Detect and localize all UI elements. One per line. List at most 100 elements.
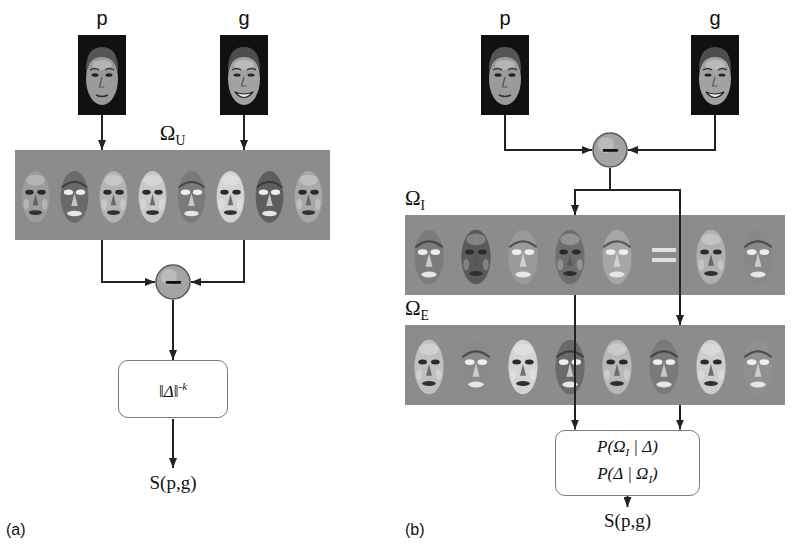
image-label: p — [481, 6, 529, 30]
text-run: S(p,g) — [604, 510, 651, 531]
text-run: g — [238, 7, 249, 29]
formula-text: ‖Δ‖-k — [159, 376, 187, 402]
eigenface-strip: ΩU — [15, 150, 330, 240]
formula-text: P(ΩI | Δ) — [597, 436, 658, 463]
subscript: U — [175, 133, 185, 148]
text-run: ‖ — [174, 382, 179, 401]
eigenface-band — [405, 325, 785, 405]
subscript: I — [648, 473, 652, 485]
eigenface — [743, 340, 772, 395]
text-run: P(Δ | — [597, 464, 636, 483]
probe-face — [481, 35, 529, 115]
eigenface — [555, 340, 584, 395]
text-run: p — [499, 7, 510, 29]
eigenface — [696, 340, 725, 395]
eigenface — [555, 230, 584, 285]
subscript: E — [421, 308, 429, 323]
connector-arrow — [610, 168, 680, 325]
text-run: Ω — [636, 464, 648, 483]
similarity-output: S(p,g) — [150, 472, 197, 494]
subspace-label: ΩU — [15, 121, 330, 153]
text-run: (a) — [6, 521, 26, 538]
text-run: Ω — [613, 437, 625, 456]
equals-bar — [652, 258, 676, 262]
gallery-face — [220, 35, 268, 115]
subscript: I — [625, 446, 629, 458]
subtract-circle: − — [592, 132, 628, 168]
probe-face — [78, 35, 126, 115]
eigenface — [461, 230, 490, 285]
panel-label: (a) — [6, 520, 26, 540]
subspace-label: ΩI — [405, 186, 785, 218]
eigenface — [61, 171, 89, 223]
text-run: (b) — [405, 521, 425, 538]
text-run: ) — [652, 464, 658, 483]
eigenface — [100, 171, 128, 223]
superscript: -k — [178, 380, 187, 392]
panel-label: (b) — [405, 520, 425, 540]
text-run: | Δ) — [629, 437, 658, 456]
eigenface — [217, 171, 245, 223]
connector-arrow — [102, 240, 155, 282]
eigenface — [414, 340, 443, 395]
similarity-box: ‖Δ‖-k — [118, 360, 228, 418]
eigenface-strip: ΩE — [405, 325, 785, 405]
text-run: − — [163, 268, 183, 296]
text-run: P( — [597, 437, 613, 456]
eigenface — [256, 171, 284, 223]
connector-arrow — [574, 295, 576, 430]
face-image: g — [691, 35, 739, 115]
connector-arrow — [505, 115, 592, 150]
eigenface-strip: ΩI — [405, 215, 785, 295]
connector-arrow — [679, 405, 681, 430]
equals-bar — [652, 248, 676, 252]
text-run: ‖Δ — [159, 382, 174, 401]
operator-symbol: − — [163, 270, 183, 294]
subtract-circle: − — [155, 264, 191, 300]
connector-arrow — [191, 240, 244, 282]
face-image: g — [220, 35, 268, 115]
eigenface-band — [15, 150, 330, 240]
text-run: Ω — [160, 121, 176, 145]
connector-arrow — [575, 168, 610, 215]
connector-arrow — [243, 115, 245, 150]
formula-text: P(Δ | ΩI) — [597, 463, 658, 490]
subspace-label: ΩE — [405, 296, 785, 328]
subscript: I — [421, 198, 426, 213]
operator-symbol: − — [600, 138, 620, 162]
eigenface — [508, 340, 537, 395]
image-label: p — [78, 6, 126, 30]
text-run: g — [709, 7, 720, 29]
circle-shape — [156, 265, 190, 299]
eigenface — [178, 171, 206, 223]
output-arrow — [172, 419, 174, 468]
eigenface-band — [405, 215, 785, 295]
similarity-box: P(ΩI | Δ)P(Δ | ΩI) — [555, 430, 700, 497]
similarity-output: S(p,g) — [604, 510, 651, 532]
text-run: S(p,g) — [150, 472, 197, 493]
eigenface — [139, 171, 167, 223]
eigenface — [461, 340, 490, 395]
eigenface — [696, 230, 725, 285]
face-image: p — [78, 35, 126, 115]
text-run: − — [600, 136, 620, 164]
gallery-face — [691, 35, 739, 115]
image-label: g — [220, 6, 268, 30]
eigenface — [649, 340, 678, 395]
eigenface — [602, 340, 631, 395]
text-run: p — [96, 7, 107, 29]
connector-arrow — [101, 115, 103, 150]
text-run: Ω — [405, 296, 421, 320]
connector-arrow — [628, 115, 715, 150]
text-run: Ω — [405, 186, 421, 210]
eigenface — [295, 171, 323, 223]
image-label: g — [691, 6, 739, 30]
eigenface — [22, 171, 50, 223]
face-image: p — [481, 35, 529, 115]
connector-arrow — [172, 300, 174, 360]
eigenface — [414, 230, 443, 285]
circle-shape — [593, 133, 627, 167]
eigenface — [508, 230, 537, 285]
eigenface — [743, 230, 772, 285]
